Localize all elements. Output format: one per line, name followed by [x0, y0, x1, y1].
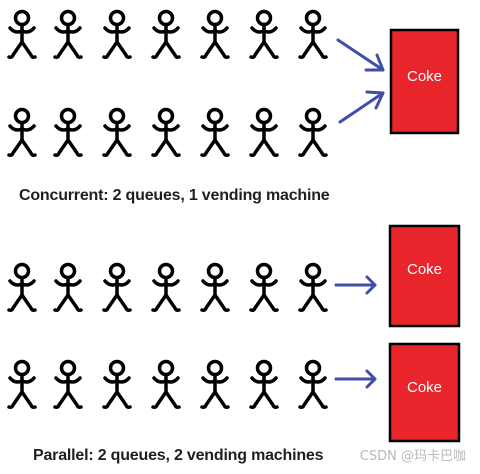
stick-figure-icon: [200, 262, 230, 312]
stick-figure-icon: [298, 359, 328, 409]
concurrent-section: Coke: [7, 9, 460, 157]
parallel-queue-2: [7, 359, 328, 409]
stick-figure-icon: [249, 9, 279, 59]
stick-figure-icon: [298, 262, 328, 312]
stick-figure-icon: [53, 9, 83, 59]
machine-label: Coke: [407, 261, 442, 278]
vending-machine-icon: Coke: [389, 28, 460, 135]
parallel-queue-1: [7, 262, 328, 312]
stick-figure-icon: [102, 9, 132, 59]
concurrent-queue-1: [7, 9, 328, 59]
concurrent-arrow-1: [336, 38, 385, 72]
stick-figure-icon: [151, 9, 181, 59]
stick-figure-icon: [298, 9, 328, 59]
machine-label: Coke: [407, 68, 442, 85]
stick-figure-icon: [249, 262, 279, 312]
stick-figure-icon: [53, 359, 83, 409]
concurrent-caption: Concurrent: 2 queues, 1 vending machine: [19, 187, 330, 204]
vending-machine-icon: Coke: [388, 224, 461, 328]
watermark: CSDN @玛卡巴咖: [359, 449, 466, 464]
stick-figure-icon: [102, 107, 132, 157]
stick-figure-icon: [102, 359, 132, 409]
stick-figure-icon: [7, 359, 37, 409]
arrow-icon: [338, 91, 385, 124]
parallel-arrow-1: [334, 275, 377, 295]
stick-figure-icon: [249, 107, 279, 157]
vending-machine-icon: Coke: [388, 342, 461, 443]
stick-figure-icon: [200, 9, 230, 59]
parallel-section: Coke Coke: [7, 224, 461, 443]
stick-figure-icon: [151, 262, 181, 312]
arrow-icon: [336, 38, 385, 72]
stick-figure-icon: [7, 262, 37, 312]
stick-figure-icon: [200, 359, 230, 409]
stick-figure-icon: [151, 359, 181, 409]
concurrent-arrow-2: [338, 90, 385, 124]
stick-figure-icon: [298, 107, 328, 157]
machine-label: Coke: [407, 379, 442, 396]
parallel-arrow-2: [334, 369, 377, 389]
stick-figure-icon: [53, 107, 83, 157]
stick-figure-icon: [102, 262, 132, 312]
concurrent-queue-2: [7, 107, 328, 157]
stick-figure-icon: [53, 262, 83, 312]
stick-figure-icon: [200, 107, 230, 157]
stick-figure-icon: [249, 359, 279, 409]
stick-figure-icon: [151, 107, 181, 157]
stick-figure-icon: [7, 107, 37, 157]
parallel-caption: Parallel: 2 queues, 2 vending machines: [33, 447, 324, 464]
stick-figure-icon: [7, 9, 37, 59]
